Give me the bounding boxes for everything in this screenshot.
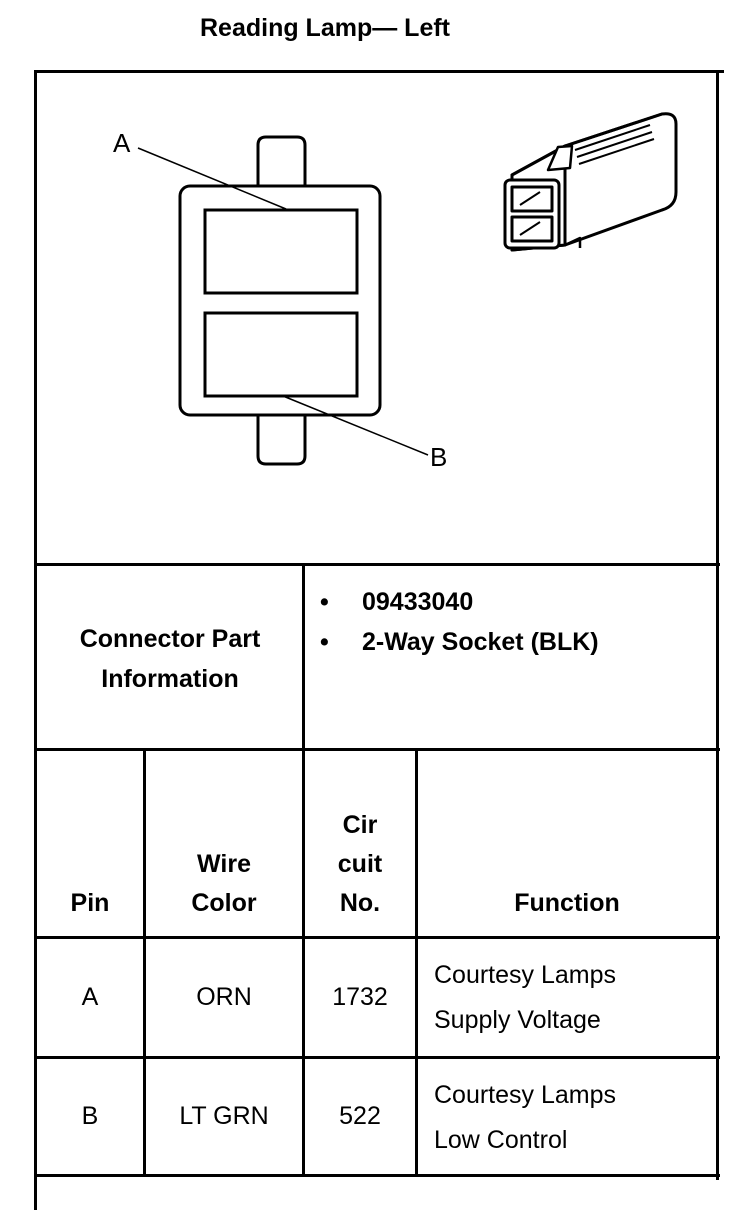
cavity-b (203, 311, 359, 398)
function-line: Supply Voltage (434, 1006, 601, 1034)
divider (302, 566, 305, 748)
list-item: • 2-Way Socket (BLK) (318, 622, 599, 662)
table-row-a-wire-color: ORN (196, 983, 252, 1011)
header-wire-color-line1: Wire (197, 850, 251, 878)
table-row-b-wire-color: LT GRN (179, 1102, 269, 1130)
leader-lines (137, 147, 429, 456)
header-wire-color: Wire Color (146, 845, 302, 923)
function-line: Courtesy Lamps (434, 961, 617, 989)
table-row-b-circuit: 522 (339, 1102, 381, 1130)
connector-3d-illustration (503, 112, 678, 252)
table-row-a-function: Courtesy Lamps Supply Voltage (434, 953, 616, 1043)
function-line: Low Control (434, 1126, 568, 1154)
table-row-b-pin: B (81, 1102, 99, 1130)
connector-part-label-line1: Connector Part (79, 625, 261, 653)
header-circuit: Cir cuit No. (305, 806, 415, 923)
header-function: Function (514, 889, 620, 917)
cavity-a (203, 208, 359, 295)
table-row-a-pin: A (81, 983, 99, 1011)
connector-table-frame (34, 70, 724, 1210)
function-line: Courtesy Lamps (434, 1081, 617, 1109)
connector-face-diagram: A B (113, 112, 678, 472)
connector-part-label-line2: Information (101, 665, 239, 693)
bullet-icon: • (320, 588, 329, 616)
table-row-b-function: Courtesy Lamps Low Control (434, 1073, 616, 1163)
header-circuit-line1: Cir (342, 811, 378, 839)
header-circuit-line2: cuit (337, 850, 383, 878)
connector-part-info-list: • 09433040 • 2-Way Socket (BLK) (318, 582, 599, 662)
page-title: Reading Lamp— Left (199, 14, 450, 42)
divider (143, 751, 146, 1174)
header-pin: Pin (70, 889, 110, 917)
divider (34, 748, 720, 751)
part-number: 09433040 (362, 588, 474, 616)
list-item: • 09433040 (318, 582, 599, 622)
bullet-icon: • (320, 628, 329, 656)
divider (415, 751, 418, 1174)
divider (302, 751, 305, 1174)
pin-label-b: B (430, 442, 447, 472)
header-circuit-line3: No. (339, 889, 381, 917)
divider (34, 1174, 720, 1177)
divider (34, 1056, 720, 1059)
connector-face-view (178, 135, 382, 466)
divider (34, 936, 720, 939)
table-row-a-circuit: 1732 (332, 983, 388, 1011)
table-right-border (716, 70, 719, 1180)
divider (34, 563, 720, 566)
header-wire-color-line2: Color (191, 889, 257, 917)
connector-part-info-label: Connector Part Information (37, 568, 303, 750)
connector-description: 2-Way Socket (BLK) (362, 628, 599, 656)
pin-label-a: A (113, 128, 131, 158)
